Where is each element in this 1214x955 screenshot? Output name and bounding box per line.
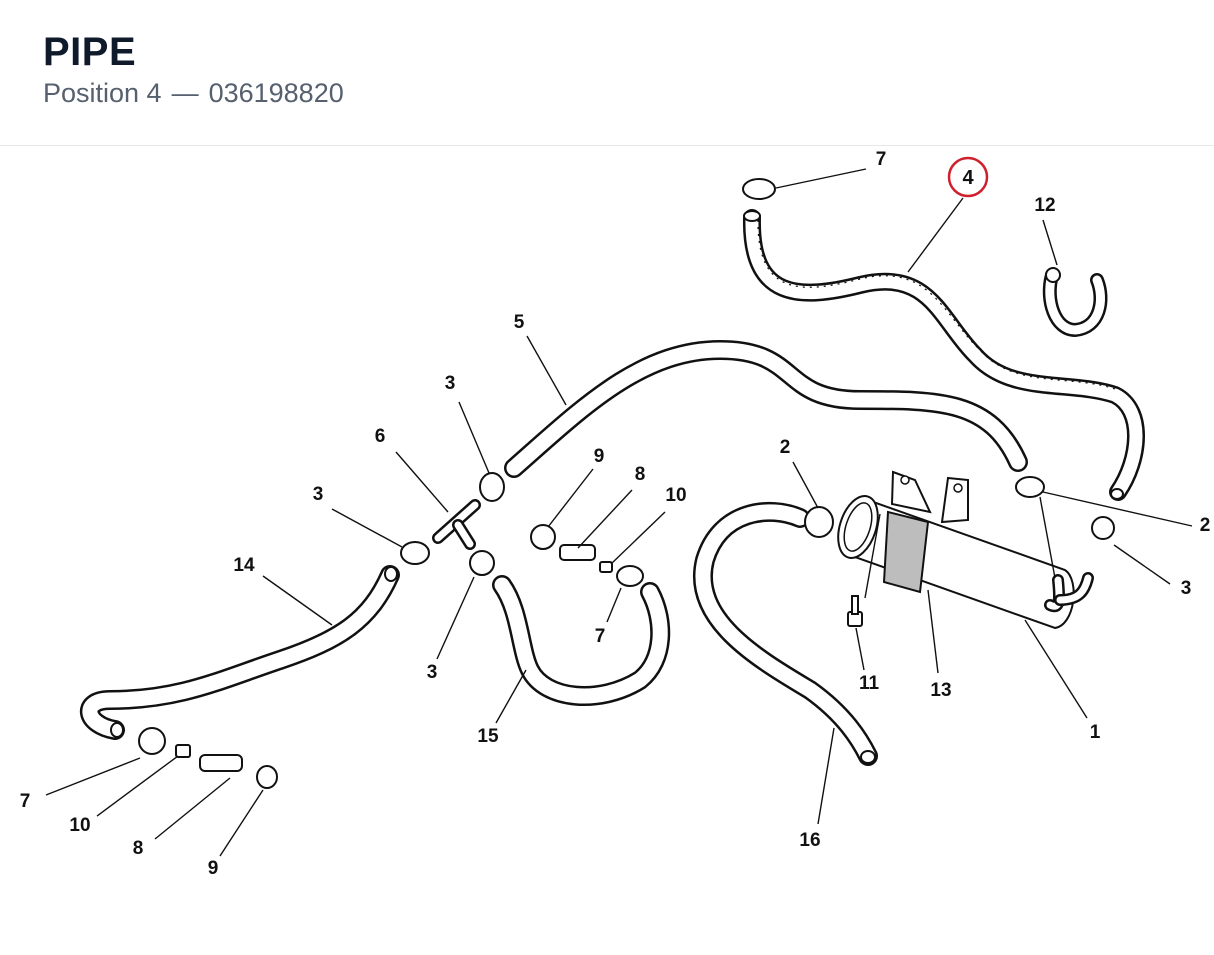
callout-3-a: 3 [445,373,456,394]
callout-9-bottom: 9 [208,858,219,879]
hose-part-4[interactable] [742,209,1145,501]
clamp-part-7-mid[interactable] [616,565,644,587]
callout-2-left: 2 [780,437,791,458]
callout-7-bottom: 7 [20,791,31,812]
fitting-part-10-top[interactable] [599,561,613,573]
callout-7-mid: 7 [595,626,606,647]
callout-6: 6 [375,426,386,447]
washer-part-9-top[interactable] [530,524,556,550]
clamp-part-7-bottom[interactable] [138,727,166,755]
highlight-circle[interactable] [947,156,989,198]
callout-3-right: 3 [1181,578,1192,599]
hose-part-16[interactable] [693,502,878,766]
callout-12: 12 [1034,195,1055,216]
page-subtitle: Position 4 — 036198820 [43,78,344,109]
callout-5: 5 [514,312,525,333]
callout-1: 1 [1090,722,1101,743]
callout-14: 14 [233,555,255,576]
bolt-part-11[interactable] [847,595,863,627]
callout-10-bottom: 10 [69,815,90,836]
clamp-part-3-right[interactable] [1091,516,1115,540]
hose-part-5[interactable] [504,340,1028,478]
page-title: PIPE [43,30,137,74]
clamp-part-3-b[interactable] [400,541,430,565]
callout-10-top: 10 [665,485,686,506]
clamp-part-3-a[interactable] [479,472,505,502]
clamp-part-2-right[interactable] [1015,476,1045,498]
callout-16: 16 [799,830,820,851]
callout-11: 11 [859,673,880,694]
callout-15: 15 [477,726,499,747]
clamp-part-7-top[interactable] [742,178,776,200]
fitting-part-8-bottom[interactable] [199,754,243,772]
clamp-part-3-c[interactable] [469,550,495,576]
washer-part-9-bottom[interactable] [256,765,278,789]
callout-3-c: 3 [427,662,438,683]
callout-8-bottom: 8 [133,838,144,859]
clamp-part-2-left[interactable] [804,506,834,538]
callout-3-b: 3 [313,484,324,505]
hose-part-14[interactable] [80,565,400,740]
fitting-part-10-bottom[interactable] [175,744,191,758]
callout-2-right: 2 [1200,515,1211,536]
fitting-part-8-top[interactable] [559,544,596,561]
callout-9-top: 9 [594,446,605,467]
subtitle-separator: — [171,78,199,108]
page-header: PIPE Position 4 — 036198820 [0,0,1214,146]
bracket-part-12[interactable] [1042,267,1108,337]
part-number: 036198820 [208,78,344,108]
callout-4-highlighted[interactable]: 4 [962,167,974,189]
position-label: Position 4 [43,78,162,108]
callout-8-top: 8 [635,464,646,485]
tee-connector-part-6[interactable] [432,499,481,550]
hose-part-15[interactable] [492,575,671,706]
strap-part-13[interactable] [882,470,969,594]
callout-13: 13 [930,680,951,701]
callout-7-top: 7 [876,149,887,170]
